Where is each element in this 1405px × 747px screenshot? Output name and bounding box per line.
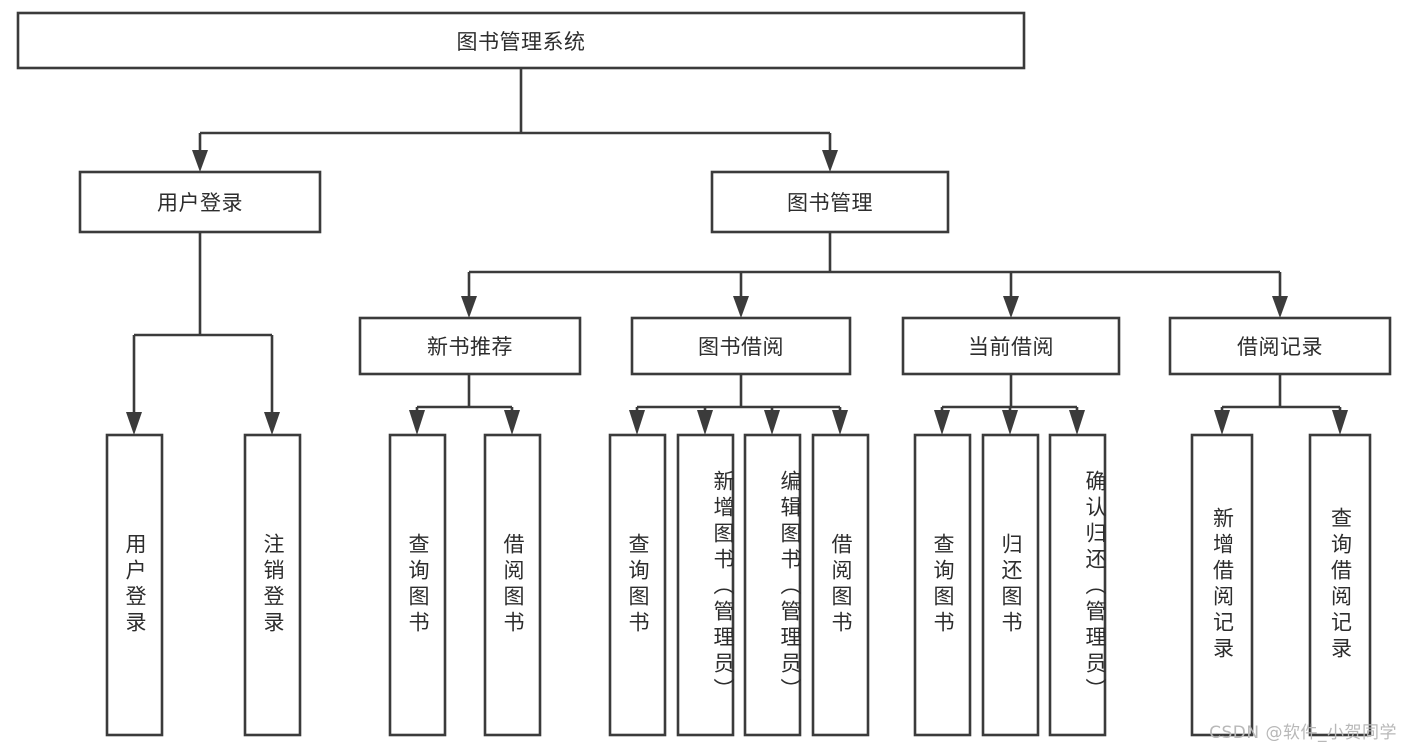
- node-box-root[interactable]: [16, 11, 1026, 70]
- node-box-borrow-record[interactable]: [1168, 316, 1392, 376]
- arrow-head-leaf-1: [264, 412, 280, 435]
- arrow-head-leaf-12: [1332, 410, 1348, 435]
- arrow-head-leaf-3: [504, 410, 520, 435]
- arrow-head-new-book-recommend: [461, 296, 477, 318]
- arrow-head-leaf-5: [697, 410, 713, 435]
- node-box-leaf-8[interactable]: [913, 433, 972, 737]
- arrow-head-book-management: [822, 150, 838, 172]
- arrow-head-book-borrow: [733, 296, 749, 318]
- node-box-leaf-6[interactable]: [743, 433, 802, 737]
- arrow-head-leaf-8: [934, 410, 950, 435]
- node-box-user-login[interactable]: [78, 170, 322, 234]
- arrow-head-leaf-2: [409, 410, 425, 435]
- node-box-leaf-1[interactable]: [243, 433, 302, 737]
- node-box-current-borrow[interactable]: [901, 316, 1121, 376]
- node-box-leaf-12[interactable]: [1308, 433, 1372, 737]
- arrow-head-leaf-6: [764, 410, 780, 435]
- node-box-book-management[interactable]: [710, 170, 950, 234]
- arrow-head-leaf-4: [629, 410, 645, 435]
- arrow-head-current-borrow: [1003, 296, 1019, 318]
- node-box-leaf-11[interactable]: [1190, 433, 1254, 737]
- arrow-head-user-login: [192, 150, 208, 172]
- node-box-leaf-7[interactable]: [811, 433, 870, 737]
- node-box-leaf-5[interactable]: [676, 433, 735, 737]
- arrow-head-leaf-0: [126, 412, 142, 435]
- arrow-head-leaf-10: [1069, 410, 1085, 435]
- node-box-leaf-0[interactable]: [105, 433, 164, 737]
- node-box-leaf-4[interactable]: [608, 433, 667, 737]
- node-box-leaf-3[interactable]: [483, 433, 542, 737]
- node-box-new-book-recommend[interactable]: [358, 316, 582, 376]
- watermark-text: CSDN @软件_小贺同学: [1209, 723, 1397, 743]
- node-box-leaf-2[interactable]: [388, 433, 447, 737]
- arrow-head-leaf-11: [1214, 410, 1230, 435]
- node-box-leaf-10[interactable]: [1048, 433, 1107, 737]
- arrow-head-borrow-record: [1272, 296, 1288, 318]
- node-box-book-borrow[interactable]: [630, 316, 852, 376]
- arrow-head-leaf-9: [1002, 410, 1018, 435]
- arrow-head-leaf-7: [832, 410, 848, 435]
- node-box-leaf-9[interactable]: [981, 433, 1040, 737]
